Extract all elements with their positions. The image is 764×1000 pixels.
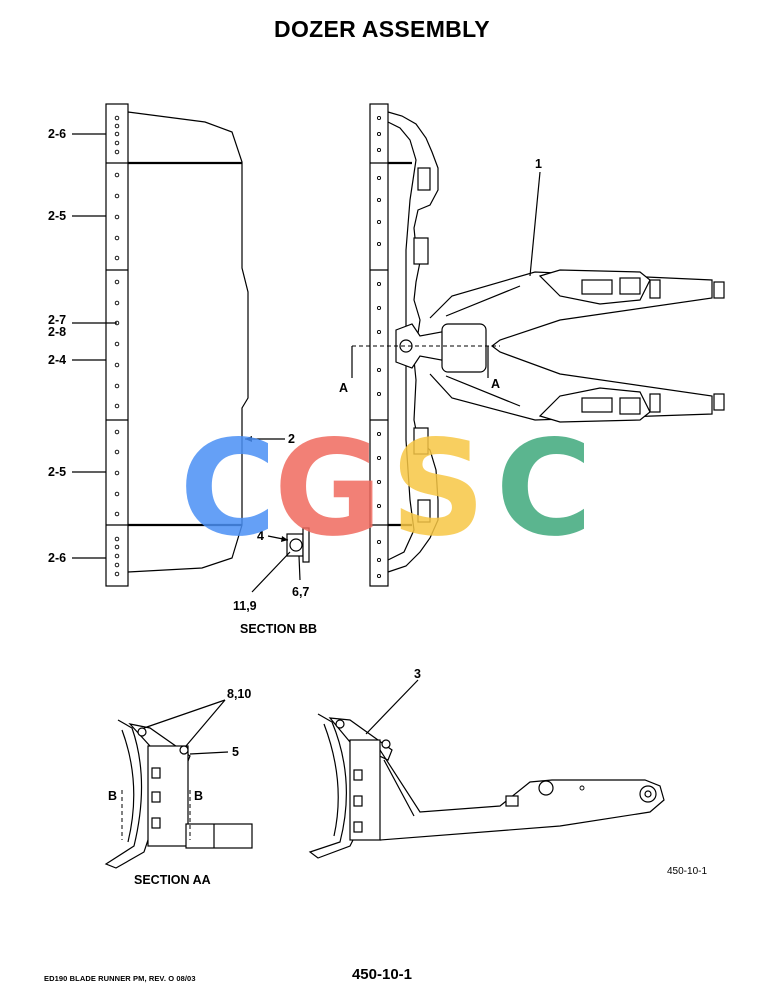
callout-6-7: 6,7	[292, 585, 309, 599]
callout-2-7: 2-7	[48, 313, 66, 327]
watermark-letter-c1: C	[180, 412, 277, 566]
footer-page-number: 450-10-1	[351, 966, 413, 983]
callout-8-10: 8,10	[227, 687, 251, 701]
callout-2-6-top: 2-6	[48, 127, 66, 141]
callout-2-5-top: 2-5	[48, 209, 66, 223]
callout-a-right: A	[491, 377, 500, 391]
callout-5: 5	[232, 745, 239, 759]
callout-4: 4	[257, 529, 264, 543]
callout-b-left: B	[108, 789, 117, 803]
section-aa-label: SECTION AA	[134, 873, 211, 887]
section-bb-label: SECTION BB	[240, 622, 317, 636]
watermark-letter-g: G	[274, 412, 382, 566]
page-title: DOZER ASSEMBLY	[274, 16, 490, 42]
side-view-blade-and-arm	[308, 679, 665, 859]
callout-2-5-bottom: 2-5	[48, 465, 66, 479]
watermark-letter-s: S	[390, 412, 485, 566]
top-view-blade-and-arms	[351, 103, 725, 587]
blade-front-view	[72, 103, 285, 587]
callout-2-6-bottom: 2-6	[48, 551, 66, 565]
callout-11-9: 11,9	[233, 599, 257, 613]
watermark-letter-c2: C	[496, 412, 593, 566]
figure-number: 450-10-1	[667, 866, 707, 877]
callout-2-4: 2-4	[48, 353, 66, 367]
callout-1: 1	[535, 157, 542, 171]
callout-3: 3	[414, 667, 421, 681]
callout-a-left: A	[339, 381, 348, 395]
callout-2: 2	[288, 432, 295, 446]
footer-revision-text: ED190 BLADE RUNNER PM, REV. O 08/03	[44, 974, 196, 983]
section-bb-detail	[251, 527, 310, 593]
callout-b-right: B	[194, 789, 203, 803]
callout-2-8: 2-8	[48, 325, 66, 339]
bolt-holes-left	[114, 115, 120, 577]
section-aa-view	[104, 699, 253, 869]
